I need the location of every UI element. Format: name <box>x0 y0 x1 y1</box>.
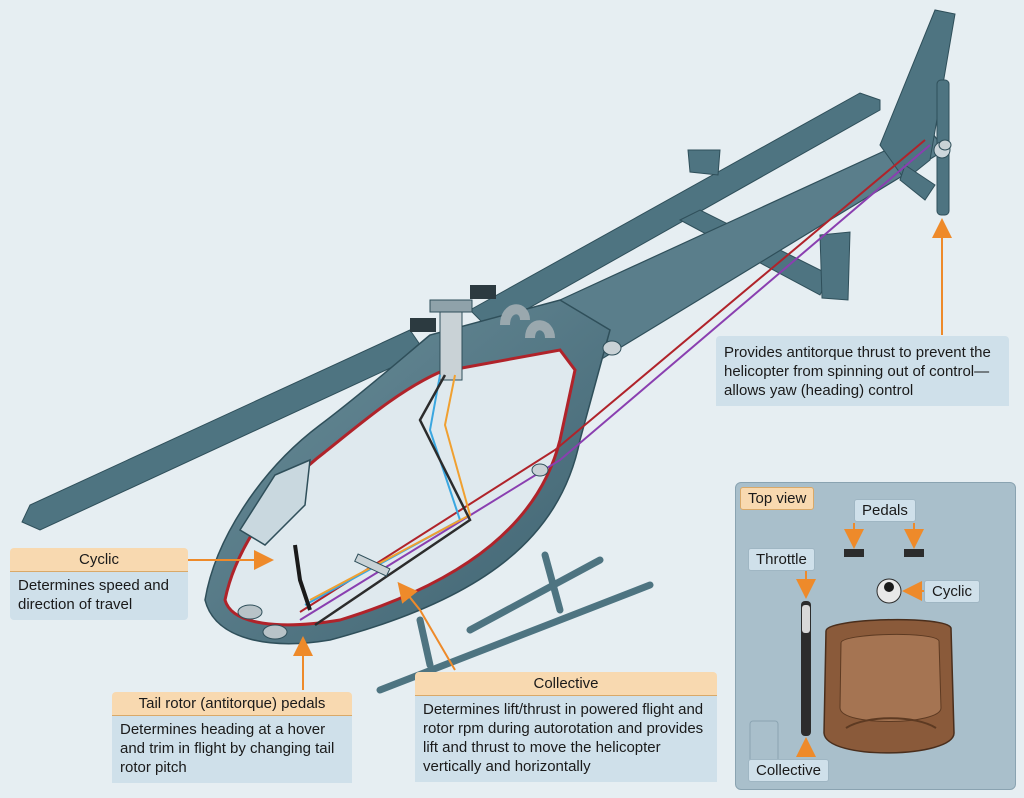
windshield <box>238 458 311 546</box>
collective-callout: Collective Determines lift/thrust in pow… <box>415 672 717 790</box>
cyclic-callout: Cyclic Determines speed and direction of… <box>10 548 188 620</box>
top-view-collective-label: Collective <box>748 759 830 782</box>
control-linkages <box>299 139 931 627</box>
pedal-right-icon <box>904 549 924 557</box>
rotor-mast <box>410 285 496 381</box>
top-view-throttle-label: Throttle <box>748 548 815 571</box>
pedals-callout: Tail rotor (antitorque) pedals Determine… <box>112 692 352 792</box>
top-view-cyclic-label: Cyclic <box>924 580 980 603</box>
top-view-inset: Top view Pedals Throttle Cyclic Collecti… <box>735 482 1016 790</box>
collective-lever-icon <box>801 601 811 736</box>
leader-lines <box>188 218 952 690</box>
collective-callout-text: Determines lift/thrust in powered flight… <box>415 696 717 782</box>
pedal-assembly <box>237 604 288 640</box>
pedals-callout-title: Tail rotor (antitorque) pedals <box>112 692 352 716</box>
cyclic-stick <box>293 544 312 611</box>
cyclic-callout-title: Cyclic <box>10 548 188 572</box>
seat-icon <box>823 618 955 754</box>
pedal-left-icon <box>844 549 864 557</box>
top-view-drawing <box>749 523 955 766</box>
top-view-title: Top view <box>740 487 815 510</box>
cyclic-callout-text: Determines speed and direction of travel <box>10 572 188 620</box>
collective-callout-title: Collective <box>415 672 717 696</box>
tail-rotor-callout: Provides antitorque thrust to prevent th… <box>716 336 1009 428</box>
top-view-pedals-label: Pedals <box>854 499 916 522</box>
pedals-callout-text: Determines heading at a hover and trim i… <box>112 716 352 783</box>
tail-rotor-callout-text: Provides antitorque thrust to prevent th… <box>716 336 1009 406</box>
